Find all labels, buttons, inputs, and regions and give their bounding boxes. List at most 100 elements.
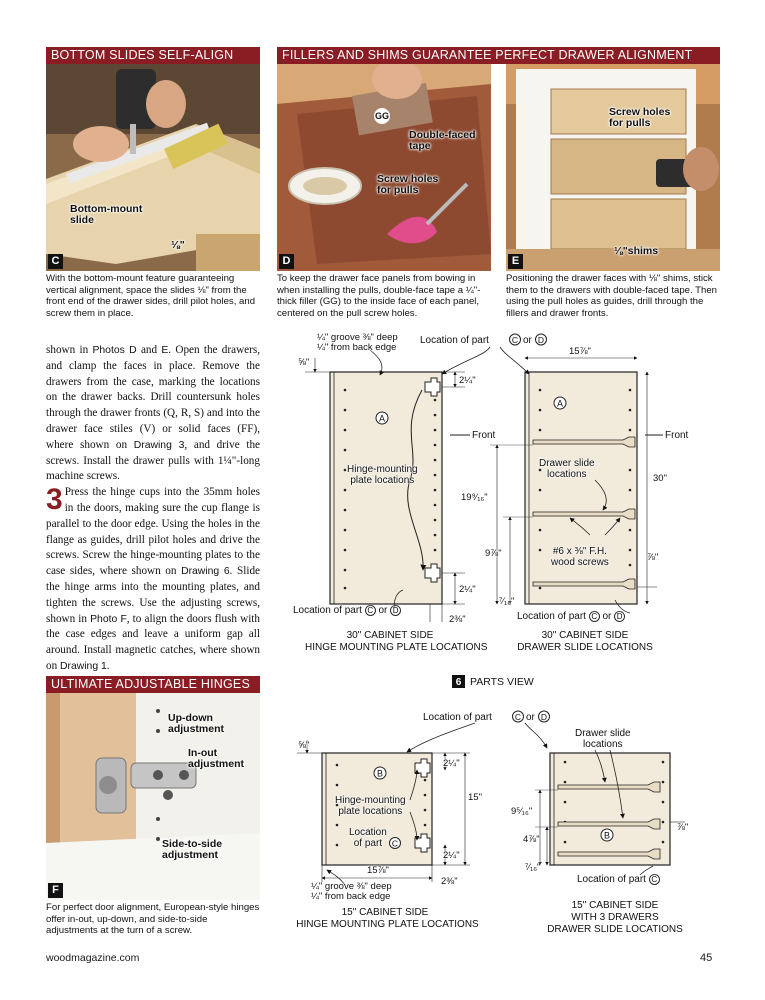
photo-c-illustration [46, 64, 260, 271]
part-c-bottom-30: C [364, 605, 376, 616]
dim-2-1-4-bot-15: 2¼" [443, 850, 460, 861]
dim-7-8-15: ⅞" [677, 822, 689, 833]
dim-7-16-30: ⁷⁄₁₆" [499, 596, 515, 607]
side-15-slides: B [535, 749, 685, 876]
part-c-bottom-15r: C [648, 874, 660, 885]
dim-2-1-4-bot-30: 2¼" [459, 584, 476, 595]
photo-d-illustration [277, 64, 491, 271]
or-bottom-30r: or [602, 611, 612, 622]
text: Press the hinge cups into the 35mm holes… [46, 486, 260, 578]
caption-d: To keep the drawer face panels from bowi… [277, 273, 481, 319]
dim-2-3-8-30: 2⅜" [449, 614, 466, 625]
dim-15-7-8-15: 15⅞" [367, 865, 389, 876]
banner-photo-c: BOTTOM SLIDES SELF-ALIGN [46, 47, 260, 64]
dim-15-7-8-30: 15⅞" [569, 346, 591, 357]
text: , to align the doors flush with the case… [46, 612, 260, 672]
ref-drawing-6: Drawing 6 [181, 566, 230, 578]
part-d-bottom-30: D [390, 605, 402, 616]
or-mid: or [526, 712, 536, 723]
photo-c: Bottom-mount slide ⅛" C [46, 64, 260, 271]
label-groove-30: ¼" groove ⅜" deep ¼" from back edge [317, 332, 398, 353]
part-d-bottom-30r: D [614, 611, 626, 622]
or-top: or [523, 335, 533, 346]
front-label-30-slides: Front [665, 430, 689, 441]
photo-f-illustration [46, 693, 260, 900]
callout-in-out: In-out adjustment [188, 747, 245, 770]
title-30-slides-2: DRAWER SLIDE LOCATIONS [517, 642, 653, 653]
side-30-slides: A Front [490, 356, 689, 614]
dim-7-8-30: ⅞" [647, 552, 659, 563]
photo-f: Up-down adjustment In-out adjustment Sid… [46, 693, 260, 900]
ref-photos-d: Photos D [92, 345, 137, 356]
photo-letter-e: E [508, 254, 523, 269]
text: . [106, 659, 110, 672]
label-hinge-30: Hinge-mounting plate locations [347, 464, 418, 486]
dim-5-8-30: ⅝" [298, 357, 310, 368]
dim-30: 30" [653, 473, 667, 484]
article-body: shown in Photos D and E. Open the drawer… [46, 343, 260, 675]
dim-9-7-8-30: 9⅞" [485, 548, 502, 559]
callout-screw-holes-e: Screw holes for pulls [609, 106, 671, 129]
callout-shims: ⅛"shims [614, 245, 659, 257]
text: , and drive the screws. Install the draw… [46, 438, 260, 483]
label-drawer-slide-30: Drawer slide locations [539, 458, 595, 480]
part-label-a-2: A [557, 399, 563, 409]
callout-double-faced-tape: Double-faced tape [409, 129, 476, 152]
dim-2-1-4-top-30: 2¼" [459, 375, 476, 386]
photo-letter-c: C [48, 254, 63, 269]
part-c-top: C [512, 335, 518, 345]
photo-letter-f: F [48, 883, 63, 898]
top-location-label: Location of part [420, 335, 489, 346]
title-30-slides-1: 30" CABINET SIDE [541, 630, 629, 641]
paragraph-1: shown in Photos D and E. Open the drawer… [46, 343, 260, 485]
callout-screw-holes-d: Screw holes for pulls [377, 173, 439, 196]
step-number: 3 [46, 483, 63, 517]
part-label-b-2: B [604, 831, 610, 841]
part-label-b: B [377, 769, 383, 779]
side-30-hinge: A Front [305, 349, 496, 622]
bottom-location-label: Location of part [293, 605, 362, 616]
photo-letter-d: D [279, 254, 294, 269]
dim-15-15: 15" [468, 792, 482, 803]
text: . Slide the hinge arms into the mounting… [46, 565, 260, 625]
dim-4-7-8: 4⅞" [523, 834, 540, 845]
drawing-6-parts-view: A Front [285, 330, 725, 940]
dim-5-8-15: ⅝" [298, 740, 310, 751]
part-d-top: D [538, 335, 544, 345]
drawing-title: PARTS VIEW [470, 676, 534, 688]
title-15-slides-2: WITH 3 DRAWERS [571, 912, 659, 923]
title-15-hinge-2: HINGE MOUNTING PLATE LOCATIONS [296, 919, 479, 930]
bottom-location-label: Location of part [577, 874, 646, 885]
dim-2-3-8-15: 2⅜" [441, 876, 458, 887]
title-15-slides-1: 15" CABINET SIDE [571, 900, 659, 911]
dim-7-16-15: ⁷⁄₁₆" [525, 862, 541, 873]
label-location-15: Location of part [349, 827, 387, 849]
ref-drawing-1: Drawing 1 [59, 660, 107, 672]
text: and [136, 344, 162, 356]
or-bottom-30: or [378, 605, 388, 616]
page-number: 45 [700, 952, 713, 964]
callout-bottom-mount-slide: Bottom-mount slide [70, 203, 143, 226]
part-d-mid: D [541, 712, 547, 722]
title-30-hinge-1: 30" CABINET SIDE [346, 630, 434, 641]
parts-view-svg: A Front [297, 333, 689, 886]
bottom-location-30-slides: Location of part C or D [517, 611, 626, 622]
title-15-hinge-1: 15" CABINET SIDE [341, 907, 429, 918]
text: . Open the drawers, and clamp the faces … [46, 344, 260, 451]
callout-gap: ⅛" [171, 239, 185, 251]
caption-f: For perfect door alignment, European-sty… [46, 902, 260, 937]
ref-photo-e: E [161, 345, 169, 356]
label-drawer-slide-15: Drawer slide locations [575, 728, 631, 750]
callout-side-to-side: Side-to-side adjustment [162, 838, 223, 861]
label-groove-15: ¼" groove ⅜" deep ¼" from back edge [311, 881, 392, 902]
bottom-location-label: Location of part [517, 611, 586, 622]
drawing-number: 6 [456, 677, 462, 688]
bottom-location-15-slides: Location of part C [577, 874, 660, 885]
dim-2-1-4-top-15: 2¼" [443, 758, 460, 769]
part-label-a: A [379, 414, 385, 424]
banner-photos-d-e: FILLERS AND SHIMS GUARANTEE PERFECT DRAW… [277, 47, 720, 64]
photo-d: GG Double-faced tape Screw holes for pul… [277, 64, 491, 271]
photo-e-illustration [506, 64, 720, 271]
footer-site: woodmagazine.com [46, 952, 140, 964]
